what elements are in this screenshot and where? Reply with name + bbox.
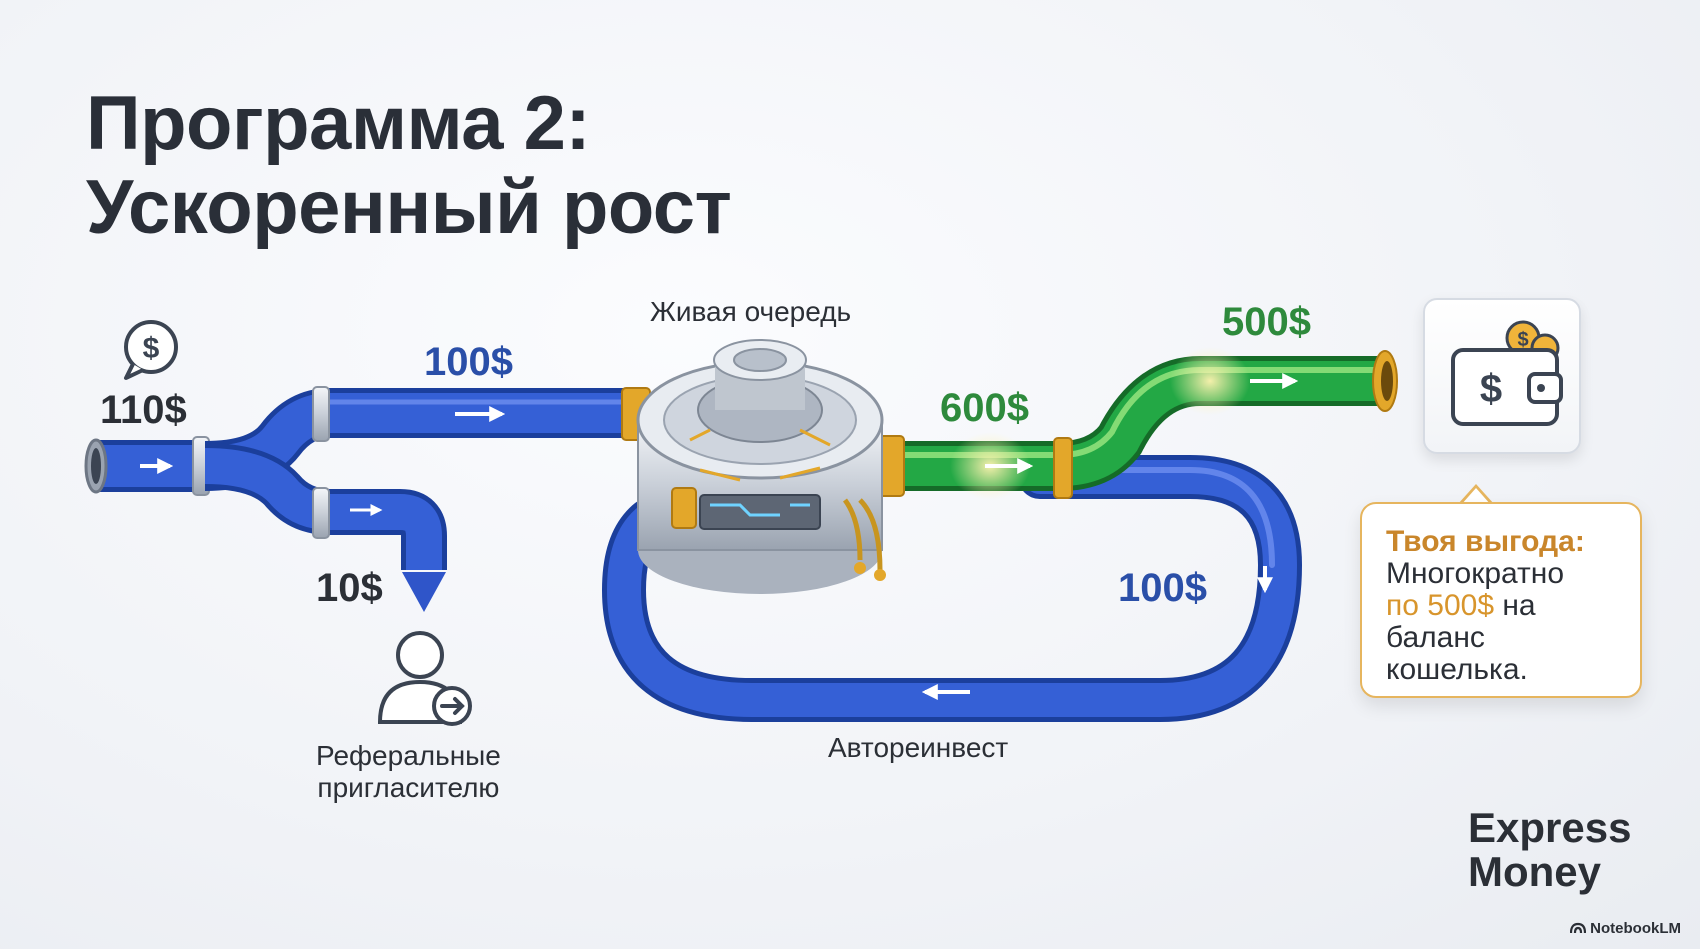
title-line-1: Программа 2: bbox=[86, 81, 591, 166]
output-amount: 600$ bbox=[940, 386, 1029, 430]
callout-heading: Твоя выгода: bbox=[1386, 525, 1585, 558]
watermark: NotebookLM bbox=[1569, 920, 1681, 937]
wallet-icon: $ $ bbox=[1451, 320, 1563, 426]
benefit-callout: Твоя выгода: Многократно по 500$ на бала… bbox=[1360, 502, 1642, 698]
referral-pipe bbox=[204, 443, 447, 612]
callout-line-1: Многократно bbox=[1386, 557, 1565, 590]
queue-feed-amount: 100$ bbox=[424, 340, 513, 384]
title-line-2: Ускоренный рост bbox=[86, 165, 732, 250]
brand-line-2: Money bbox=[1468, 848, 1602, 895]
queue-label: Живая очередь bbox=[650, 296, 852, 327]
callout-line-3: баланс bbox=[1386, 621, 1485, 654]
reinvest-amount: 100$ bbox=[1118, 566, 1207, 610]
notebooklm-logo-icon bbox=[1569, 922, 1587, 934]
page-title: Программа 2: Ускоренный рост bbox=[86, 81, 732, 250]
callout-highlight: по 500$ bbox=[1386, 589, 1495, 622]
reinvest-label: Автореинвест bbox=[828, 732, 1009, 763]
input-amount: 110$ bbox=[100, 388, 187, 432]
gear-machine-icon bbox=[636, 339, 886, 594]
input-pipe bbox=[84, 436, 210, 496]
referral-amount: 10$ bbox=[316, 566, 383, 610]
wallet-card: $ $ bbox=[1423, 298, 1581, 454]
watermark-text: NotebookLM bbox=[1590, 920, 1681, 937]
queue-feed-pipe bbox=[204, 386, 651, 491]
callout-pointer-inner bbox=[1461, 488, 1491, 505]
callout-line-4: кошелька. bbox=[1386, 653, 1528, 686]
callout-line-2-rest: на bbox=[1494, 589, 1536, 622]
callout-line-2: по 500$ на bbox=[1386, 590, 1616, 622]
svg-text:$: $ bbox=[1517, 329, 1528, 351]
referral-caption-line-2: пригласителю bbox=[317, 772, 500, 803]
referral-caption: Реферальные пригласителю bbox=[316, 740, 501, 804]
output-pipe bbox=[875, 347, 1398, 500]
user-arrow-icon bbox=[377, 631, 472, 726]
payout-amount: 500$ bbox=[1222, 300, 1311, 344]
svg-text:$: $ bbox=[143, 332, 160, 365]
referral-arrow-down bbox=[402, 572, 446, 612]
reinvest-loop-pipe bbox=[601, 455, 1303, 722]
svg-text:$: $ bbox=[1480, 367, 1502, 411]
dollar-bubble-icon: $ bbox=[124, 320, 178, 380]
brand-line-1: Express bbox=[1468, 804, 1632, 851]
brand-logo: Express Money bbox=[1468, 806, 1631, 894]
referral-caption-line-1: Реферальные bbox=[316, 740, 501, 771]
